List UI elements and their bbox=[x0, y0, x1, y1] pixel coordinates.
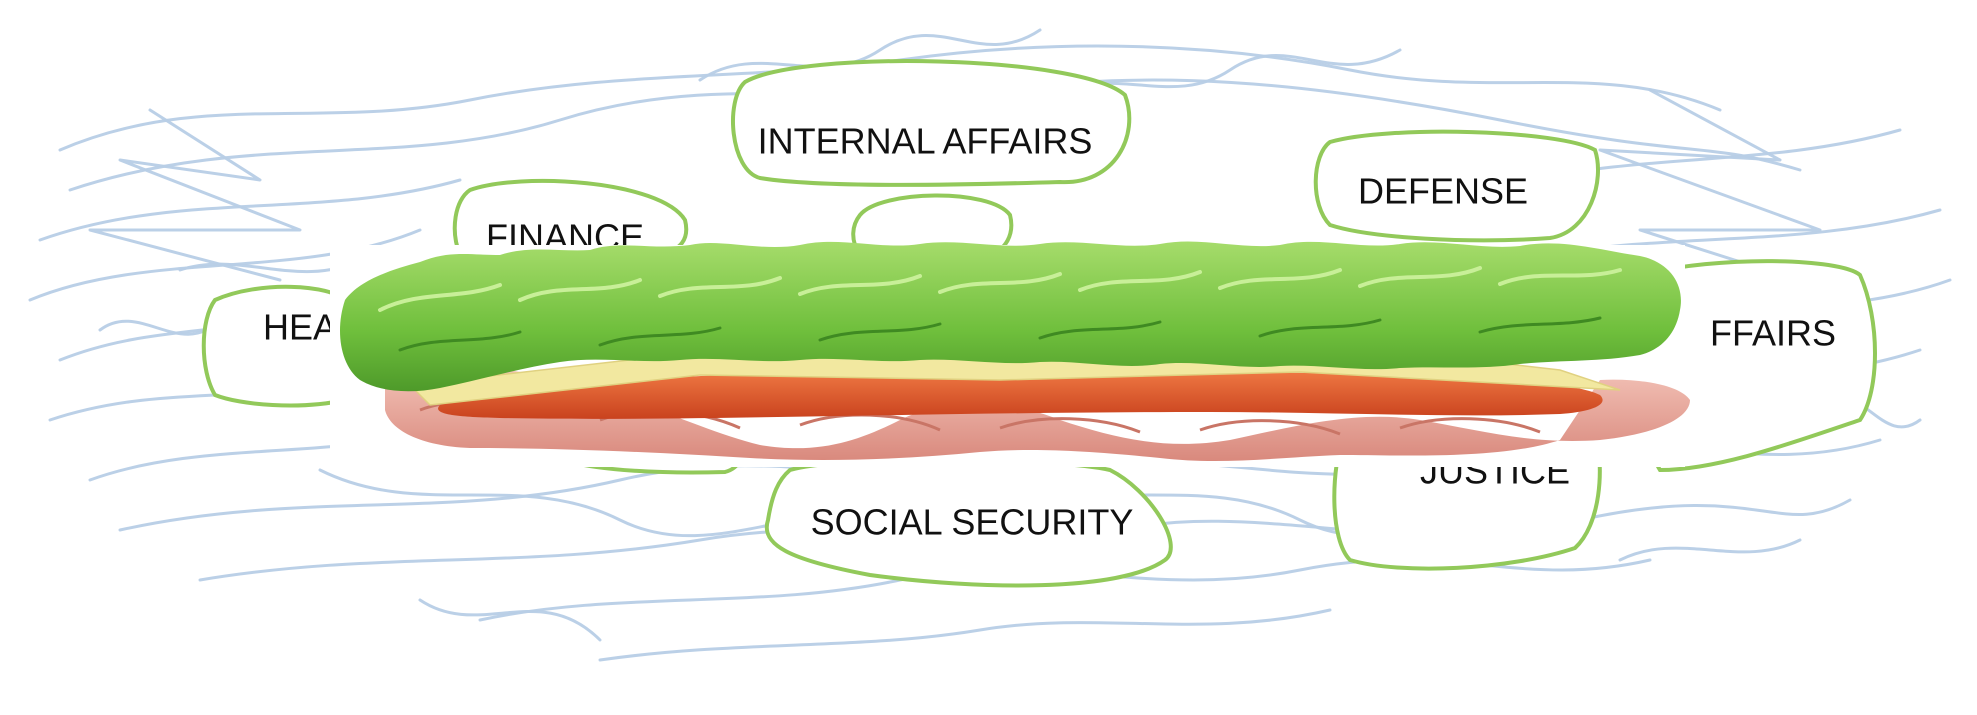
topic-bubble-defense: DEFENSE bbox=[1313, 129, 1600, 243]
topic-bubble-center-top bbox=[851, 193, 1014, 257]
lettuce-layer bbox=[340, 241, 1681, 392]
sandwich-image bbox=[330, 241, 1690, 467]
topic-label: DEFENSE bbox=[1358, 171, 1528, 212]
topic-bubble-internal-affairs: INTERNAL AFFAIRS bbox=[731, 59, 1132, 187]
topic-label: FFAIRS bbox=[1710, 313, 1836, 354]
topic-label: SOCIAL SECURITY bbox=[811, 502, 1134, 543]
topic-bubble-social-security: SOCIAL SECURITY bbox=[764, 457, 1173, 588]
tomato-layer bbox=[438, 369, 1603, 419]
topic-bubble-health: HEA bbox=[201, 284, 347, 408]
topic-label: INTERNAL AFFAIRS bbox=[758, 121, 1093, 162]
topic-label: HEA bbox=[263, 307, 337, 348]
